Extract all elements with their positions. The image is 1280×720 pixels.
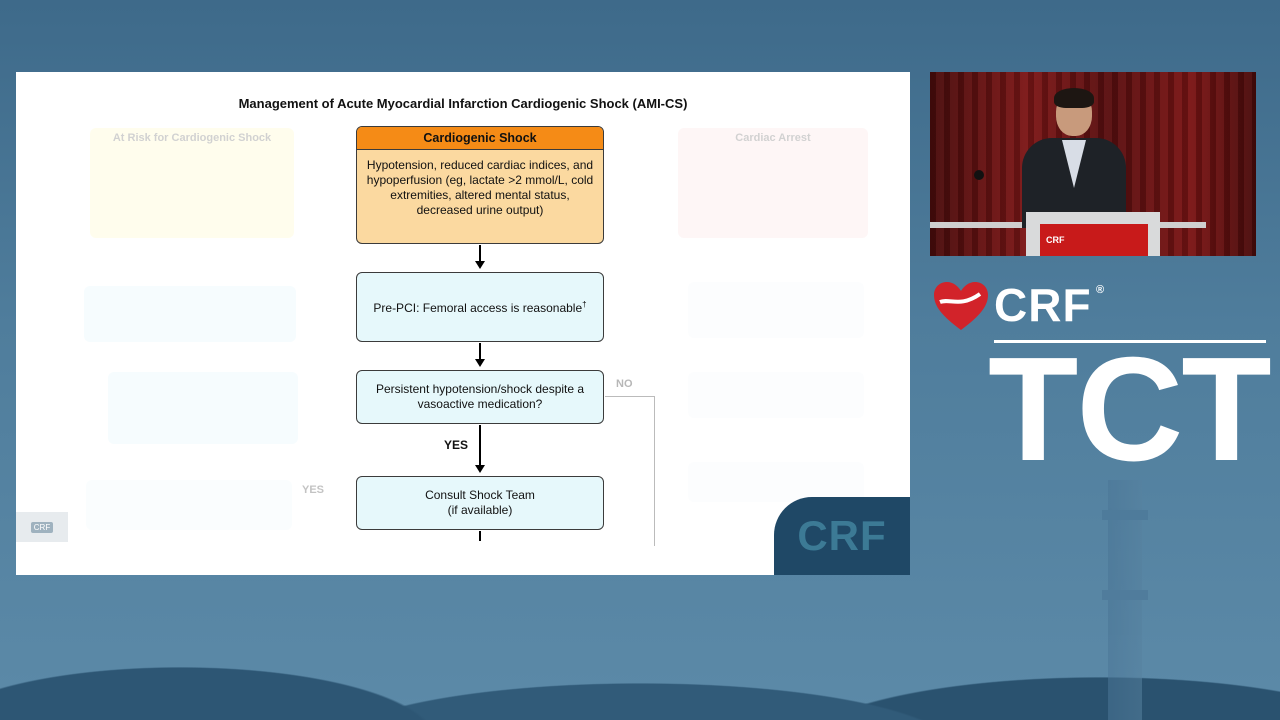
microphone-icon — [974, 170, 984, 180]
node-consult-text: Consult Shock Team — [425, 488, 535, 502]
node-consult-shock-team: Consult Shock Team (if available) — [356, 476, 604, 530]
node-pre-pci: Pre-PCI: Femoral access is reasonable† — [356, 272, 604, 342]
faded-box-left-3 — [108, 372, 298, 444]
slide-title: Management of Acute Myocardial Infarctio… — [238, 96, 688, 111]
node-consult-sub: (if available) — [447, 503, 513, 517]
speaker-hair — [1054, 88, 1094, 108]
no-branch-line-vertical — [654, 396, 655, 546]
faded-box-right-3 — [688, 372, 864, 418]
faded-yes-label: YES — [302, 484, 325, 496]
brand-registered-mark: ® — [1096, 284, 1105, 296]
flow-arrow-2 — [475, 343, 485, 367]
node-persistent-hypotension: Persistent hypotension/shock despite a v… — [356, 370, 604, 424]
node-cardiogenic-shock-title: Cardiogenic Shock — [357, 127, 603, 150]
node-persistent-hypotension-text: Persistent hypotension/shock despite a v… — [375, 382, 585, 411]
faded-box-right-4 — [688, 462, 864, 502]
stage-rail-right — [1160, 222, 1206, 228]
faded-no-label: NO — [616, 378, 633, 390]
faded-box-at-risk: At Risk for Cardiogenic Shock — [90, 128, 294, 238]
faded-box-at-risk-title: At Risk for Cardiogenic Shock — [112, 132, 272, 144]
bridge-tower-graphic — [1102, 480, 1148, 720]
faded-box-left-2 — [84, 286, 296, 342]
node-pre-pci-text: Pre-PCI: Femoral access is reasonable† — [373, 299, 587, 315]
stage-rail — [930, 222, 1026, 228]
dagger-footnote-mark: † — [582, 299, 587, 309]
faded-box-cardiac-arrest-title: Cardiac Arrest — [735, 132, 811, 144]
faded-box-cardiac-arrest: Cardiac Arrest — [678, 128, 868, 238]
flow-arrow-1 — [475, 245, 485, 269]
yes-label: YES — [444, 438, 469, 452]
node-cardiogenic-shock: Cardiogenic Shock Hypotension, reduced c… — [356, 126, 604, 244]
podium-sign: CRF — [1040, 224, 1148, 256]
brand-divider — [994, 340, 1266, 343]
no-branch-line — [605, 396, 655, 397]
faded-box-right-2 — [688, 282, 864, 338]
flow-arrow-4 — [479, 531, 481, 541]
crf-left-watermark: CRF — [16, 512, 68, 542]
speaker-video-feed: CRF — [930, 72, 1256, 256]
background-hills — [0, 550, 1280, 720]
presentation-slide: Management of Acute Myocardial Infarctio… — [16, 72, 910, 575]
crf-corner-logo: CRF — [774, 497, 910, 575]
faded-box-left-4 — [86, 480, 292, 530]
brand-crf-text: CRF — [994, 279, 1092, 331]
flow-arrow-3 — [475, 425, 485, 473]
crf-heart-icon — [934, 282, 988, 330]
brand-tct-text: TCT — [988, 327, 1272, 492]
node-cardiogenic-shock-body: Hypotension, reduced cardiac indices, an… — [366, 158, 594, 217]
